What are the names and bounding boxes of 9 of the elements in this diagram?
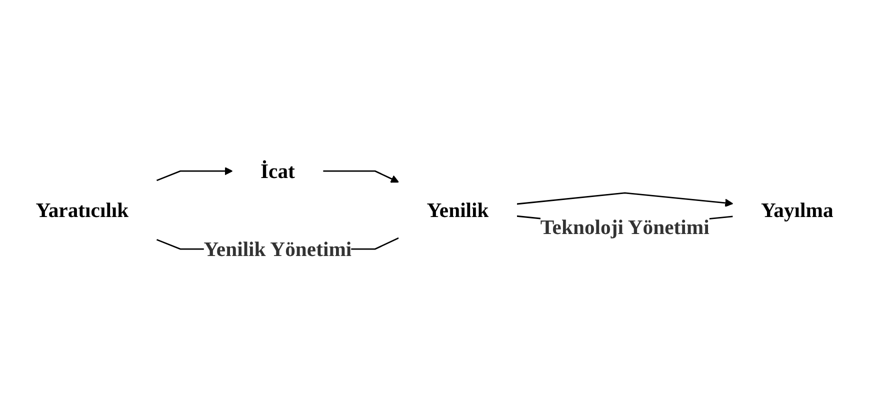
- node-text: Yayılma: [760, 198, 834, 222]
- arrow: [516, 192, 734, 208]
- node-text: Yenilik: [426, 198, 489, 222]
- node-text: Yaratıcılık: [36, 198, 129, 222]
- arrow: [323, 170, 399, 183]
- edge-label: Yenilik Yönetimi: [204, 237, 352, 261]
- arrow: [156, 166, 233, 182]
- edge-label: Teknoloji Yönetimi: [540, 215, 710, 239]
- node-text: İcat: [260, 159, 295, 183]
